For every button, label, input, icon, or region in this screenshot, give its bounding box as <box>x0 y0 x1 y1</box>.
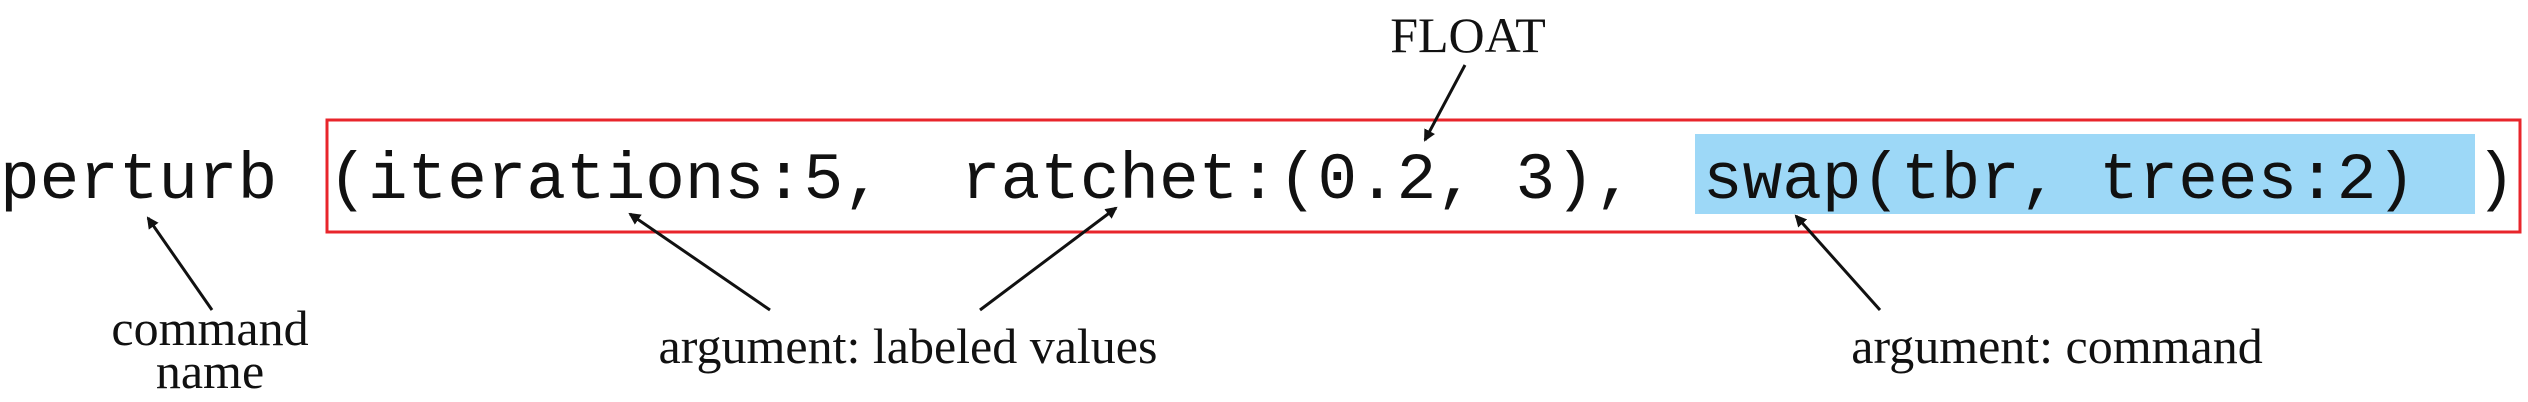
command-name-arrow <box>146 216 214 311</box>
argument-command-arrow <box>1794 214 1882 311</box>
argument-command-label: argument: command <box>1851 318 2262 374</box>
float-arrow <box>1423 64 1467 142</box>
arg-iterations: iterations:5, <box>368 143 883 218</box>
swap-highlight <box>1695 134 2475 214</box>
arguments-box <box>325 118 2522 234</box>
arg-swap: swap(tbr, trees:2) <box>1703 143 2416 218</box>
arg-ratchet: ratchet:(0.2, 3), <box>961 143 1634 218</box>
float-label: FLOAT <box>1390 7 1546 63</box>
labeled-values-arrow-iterations <box>628 212 771 312</box>
labeled-values-arrow-ratchet <box>979 206 1118 312</box>
close-paren: ) <box>2476 143 2516 218</box>
labeled-values-label: argument: labeled values <box>659 318 1158 374</box>
command-name-label-line2: name <box>156 343 264 399</box>
command-name: perturb <box>0 143 277 218</box>
open-paren: ( <box>328 143 368 218</box>
